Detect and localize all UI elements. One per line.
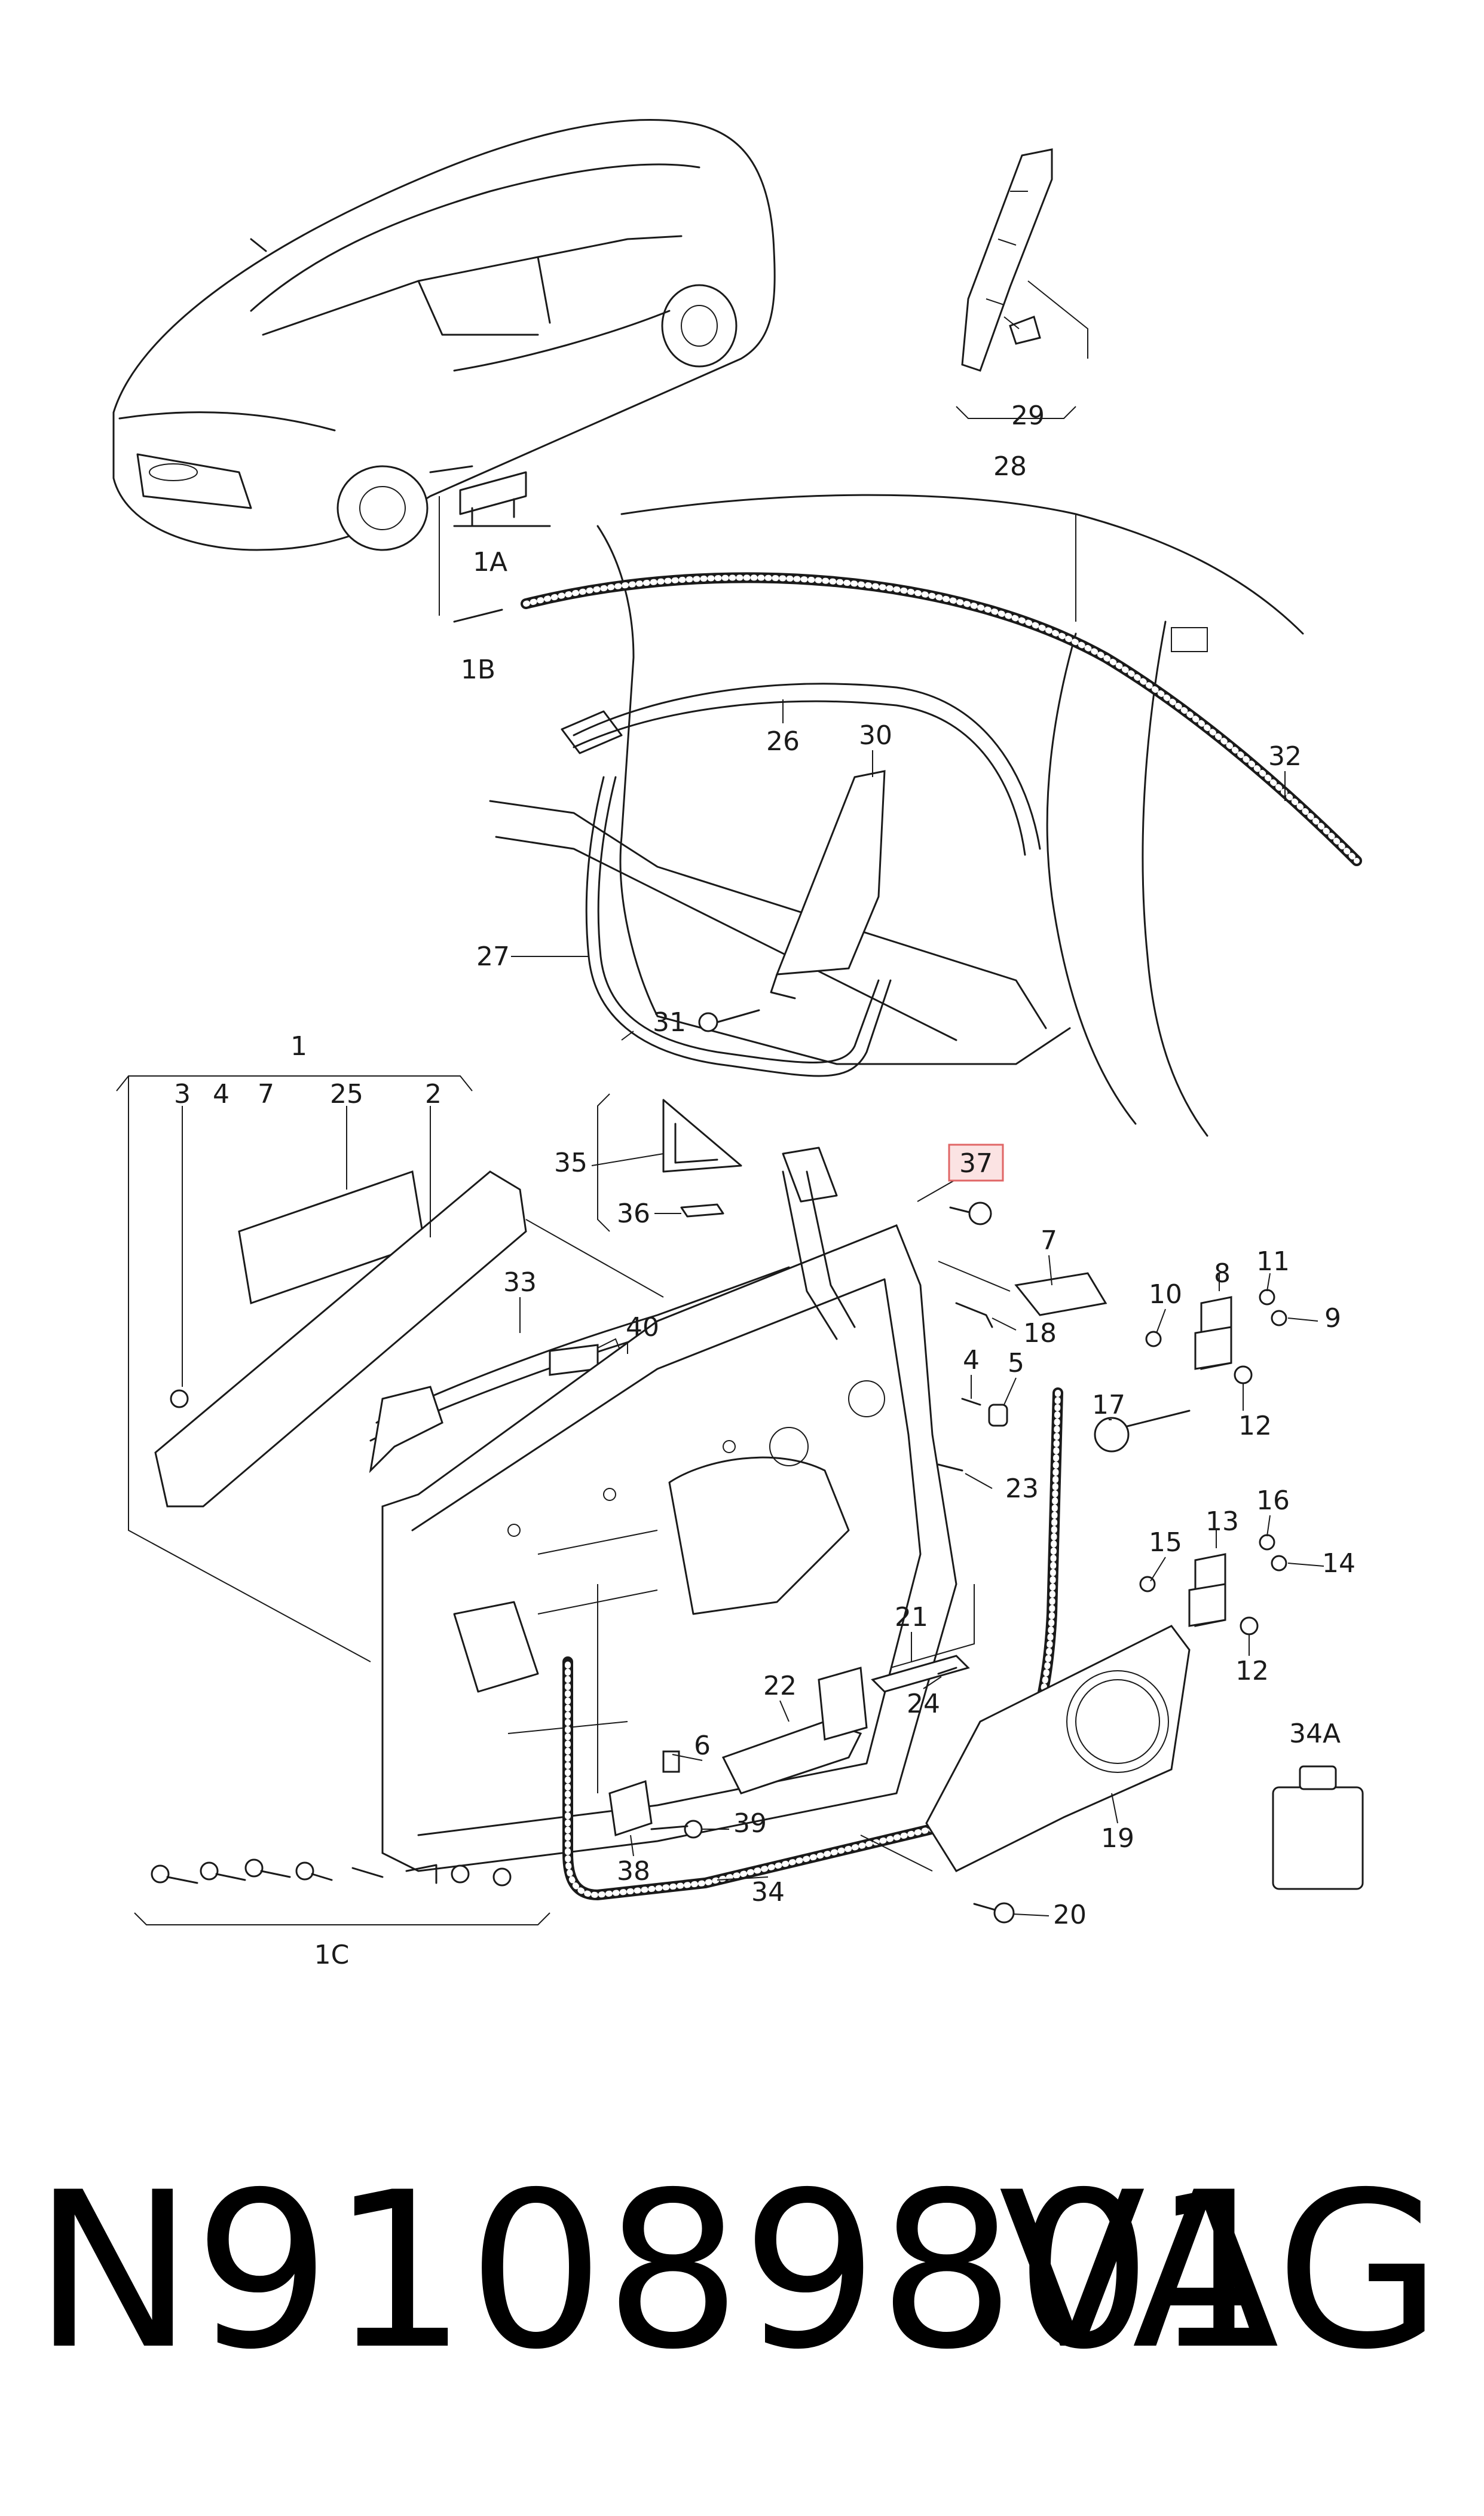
callout-4: 4 [963,1345,980,1375]
callout-23: 23 [1005,1473,1039,1504]
brand-name: VAG [998,2146,1442,2396]
callout-32: 32 [1268,741,1302,772]
callout-31: 31 [653,1007,686,1038]
screw-31 [698,1009,760,1032]
bolt-18 [955,1302,993,1328]
clip-36 [680,1203,724,1218]
lock-module-7 [1014,1272,1107,1316]
car-illustration [112,119,776,551]
hinge-upper-8 [1145,1273,1287,1384]
part-6 [662,1750,680,1773]
callout-35: 35 [554,1148,588,1178]
callout-9: 9 [1324,1303,1341,1334]
callout-26: 26 [766,726,800,757]
pillar-cover-28 [961,148,1053,372]
callout-12-upper: 12 [1238,1411,1272,1441]
callout-10: 10 [1149,1279,1182,1310]
callout-21: 21 [895,1602,928,1633]
callout-18: 18 [1023,1318,1057,1349]
callout-22: 22 [763,1671,797,1701]
callout-13: 13 [1205,1506,1239,1537]
clip-29 [1003,316,1041,345]
callout-17: 17 [1092,1390,1125,1420]
callout-19: 19 [1101,1823,1134,1854]
callout-28: 28 [993,451,1027,482]
callout-1A: 1A [473,547,507,577]
callout-37: 37 [959,1148,993,1179]
screw-39 [684,1820,703,1839]
callout-1C: 1C [314,1940,350,1970]
callout-37-highlight [948,1144,1004,1182]
screw-20 [973,1902,1015,1924]
callout-40: 40 [626,1312,659,1343]
callout-1: 1 [290,1031,307,1062]
part-number: N91089801 [33,2146,1289,2396]
body-frame [489,494,1304,1137]
callout-8: 8 [1214,1258,1231,1289]
screw-23 [937,1463,963,1472]
callout-25: 25 [330,1079,363,1109]
hinge-lower-13 [1139,1530,1287,1635]
callout-38: 38 [617,1856,650,1887]
door-seal-27 [585,776,892,1077]
door-panel [381,1147,957,1872]
callout-15: 15 [1149,1527,1182,1558]
callout-34A: 34A [1289,1719,1341,1749]
callout-30: 30 [859,720,892,751]
clip-3 [170,1389,189,1408]
sill-strip-2 [154,1170,527,1508]
callout-7-top: 7 [258,1079,274,1109]
bottle-34A [1272,1765,1364,1890]
pillar-trim-30 [775,770,886,976]
callout-3: 3 [174,1079,191,1109]
callout-20: 20 [1053,1900,1087,1930]
window-seal-26 [573,683,1041,850]
callout-1B: 1B [461,655,495,685]
callout-4-top: 4 [213,1079,230,1109]
fasteners-1C [151,1858,512,1887]
leader-lines [511,699,1324,1916]
callout-27: 27 [476,941,510,972]
callout-2: 2 [425,1079,442,1109]
bracket-35 [662,1099,742,1173]
plug-17 [1094,1410,1191,1453]
callout-12-lower: 12 [1235,1656,1269,1686]
bracket-38 [608,1780,653,1836]
sill-trim-1B [453,609,503,623]
callout-33: 33 [503,1267,537,1298]
callout-36: 36 [617,1199,650,1229]
bolt-37 [949,1202,992,1225]
bracket-21 [871,1655,970,1693]
bolt-4-5 [961,1398,1008,1427]
callout-29: 29 [1011,401,1045,431]
callout-11: 11 [1256,1246,1290,1277]
callout-labels: 1A 1B 29 28 26 30 32 27 31 1 3 4 7 25 2 … [174,401,1356,1970]
callout-34: 34 [751,1877,785,1907]
callout-6: 6 [694,1731,711,1761]
screw-24 [937,1667,957,1675]
callout-16: 16 [1256,1485,1290,1516]
cover-19 [925,1625,1191,1872]
callout-24: 24 [907,1689,940,1719]
callout-39: 39 [733,1808,767,1839]
sill-parts-1A [429,465,551,527]
callout-7: 7 [1041,1225,1057,1256]
callout-14: 14 [1322,1548,1356,1579]
callout-5: 5 [1008,1348,1024,1378]
